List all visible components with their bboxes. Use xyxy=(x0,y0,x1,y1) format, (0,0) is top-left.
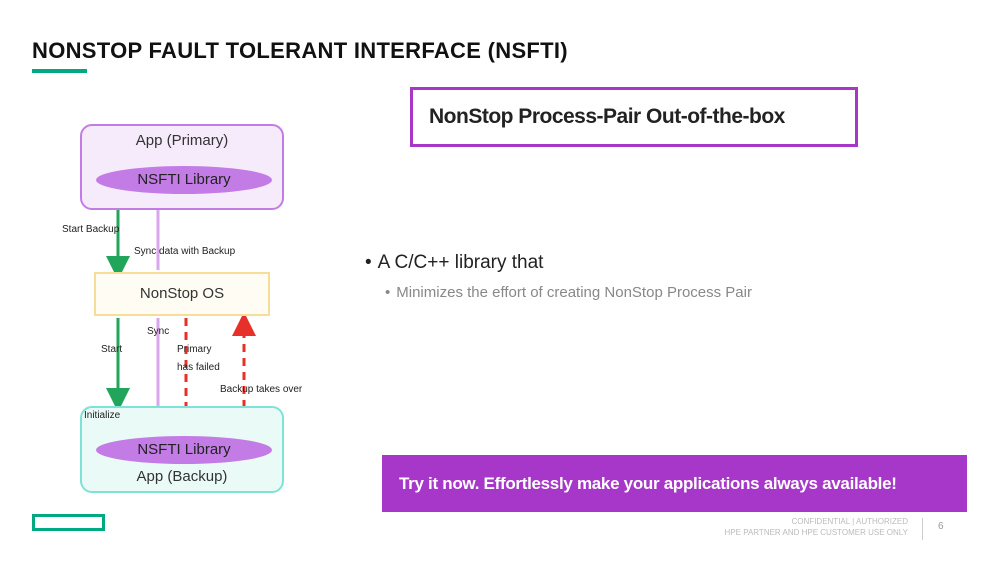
page-number: 6 xyxy=(938,521,944,532)
start-label: Start xyxy=(101,344,123,355)
confidentiality-footer: CONFIDENTIAL | AUTHORIZED HPE PARTNER AN… xyxy=(660,516,908,538)
bullet-sub: •Minimizes the effort of creating NonSto… xyxy=(385,284,752,301)
footer-line-1: CONFIDENTIAL | AUTHORIZED xyxy=(791,517,908,526)
sync-with-backup-label: Sync data with Backup xyxy=(134,246,236,257)
initialize-label: Initialize xyxy=(84,410,121,421)
primary-app-label: App (Primary) xyxy=(135,132,229,149)
call-to-action-text: Try it now. Effortlessly make your appli… xyxy=(399,474,897,493)
backup-takes-over-label: Backup takes over xyxy=(220,384,303,395)
backup-library-ellipse: NSFTI Library xyxy=(96,436,272,464)
footer-divider xyxy=(922,518,923,540)
bullet-main: •A C/C++ library that xyxy=(365,252,544,273)
bullet-sub-text: Minimizes the effort of creating NonStop… xyxy=(396,284,752,301)
primary-library-ellipse: NSFTI Library xyxy=(96,166,272,194)
hpe-logo xyxy=(32,514,105,531)
primary-app-box: App (Primary) NSFTI Library xyxy=(80,124,284,210)
title-underline xyxy=(32,69,87,73)
primary-failed-label-2: has failed xyxy=(177,362,220,373)
sync-label: Sync xyxy=(147,326,170,337)
start-backup-label: Start Backup xyxy=(62,224,120,235)
primary-failed-label-1: Primary xyxy=(177,344,212,355)
call-to-action-banner: Try it now. Effortlessly make your appli… xyxy=(382,455,967,512)
backup-app-label: App (Backup) xyxy=(136,468,228,485)
bullet-main-text: A C/C++ library that xyxy=(377,252,544,273)
nonstop-os-box: NonStop OS xyxy=(94,272,270,316)
backup-app-box: NSFTI Library App (Backup) xyxy=(80,406,284,493)
page-title: NONSTOP FAULT TOLERANT INTERFACE (NSFTI) xyxy=(32,38,568,63)
footer-line-2: HPE PARTNER AND HPE CUSTOMER USE ONLY xyxy=(724,528,908,537)
process-pair-heading: NonStop Process-Pair Out-of-the-box xyxy=(410,87,858,147)
